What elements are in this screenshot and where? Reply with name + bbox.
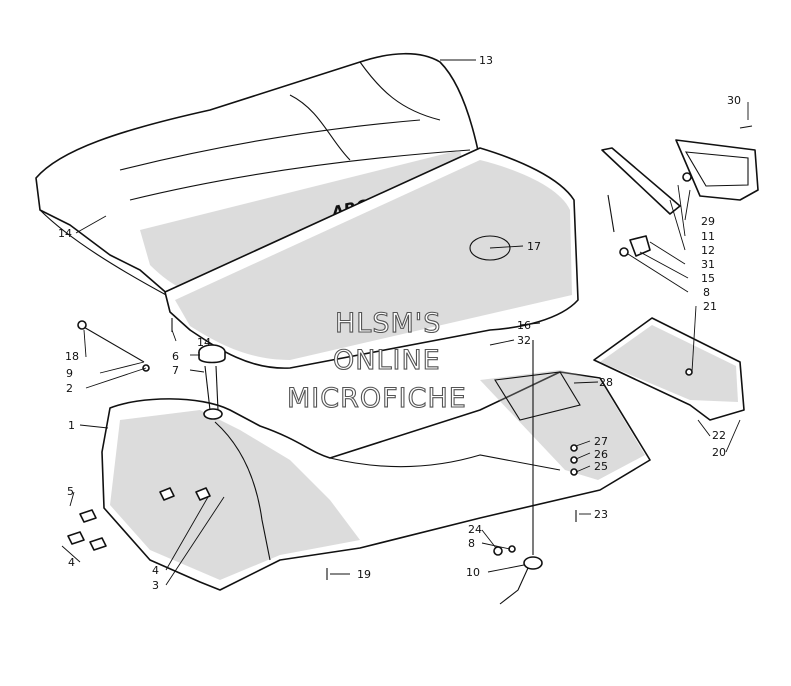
callout-28: 28 [599,376,613,389]
taillight-assembly [601,125,759,257]
callout-4: 4 [68,556,75,569]
callout-24: 24 [468,523,482,536]
callout-32: 32 [517,334,531,347]
fuel-cap-part [198,344,226,411]
watermark: HLSM'S ONLINE MICROFICHE [286,307,467,414]
callout-5: 5 [67,485,74,498]
callout-22: 22 [712,429,726,442]
leader-lines [61,59,749,586]
callout-10: 10 [466,566,480,579]
callout-21: 21 [703,300,717,313]
watermark-line-3: MICROFICHE [287,383,467,414]
rear-cover-part [593,317,745,421]
callout-13: 13 [479,54,493,67]
gas-tank-part [101,370,651,591]
callout-29: 29 [701,215,715,228]
callout-31: 31 [701,258,715,271]
callout-14: 14 [58,227,72,240]
callout-7: 7 [172,364,179,377]
callout-25: 25 [594,460,608,473]
callout-17: 17 [527,240,541,253]
callout-19: 19 [357,568,371,581]
callout-14b: 14 [197,336,211,349]
callout-12: 12 [701,244,715,257]
callout-20: 20 [712,446,726,459]
callout-2: 2 [66,382,73,395]
callout-4b: 4 [152,564,159,577]
callout-26: 26 [594,448,608,461]
callout-16: 16 [517,319,531,332]
callout-23: 23 [594,508,608,521]
callout-9: 9 [66,367,73,380]
callout-27: 27 [594,435,608,448]
callout-11: 11 [701,230,715,243]
callout-3: 3 [152,579,159,592]
callout-8: 8 [703,286,710,299]
hardware-parts [67,318,578,605]
watermark-line-2: ONLINE [333,345,441,376]
callout-6: 6 [172,350,179,363]
callout-30: 30 [727,94,741,107]
callout-8b: 8 [468,537,475,550]
callout-15: 15 [701,272,715,285]
callout-1: 1 [68,419,75,432]
watermark-line-1: HLSM'S [335,308,441,339]
callout-18: 18 [65,350,79,363]
callout-labels: 13 30 14 17 29 11 12 31 15 8 21 14 16 32… [58,54,741,592]
